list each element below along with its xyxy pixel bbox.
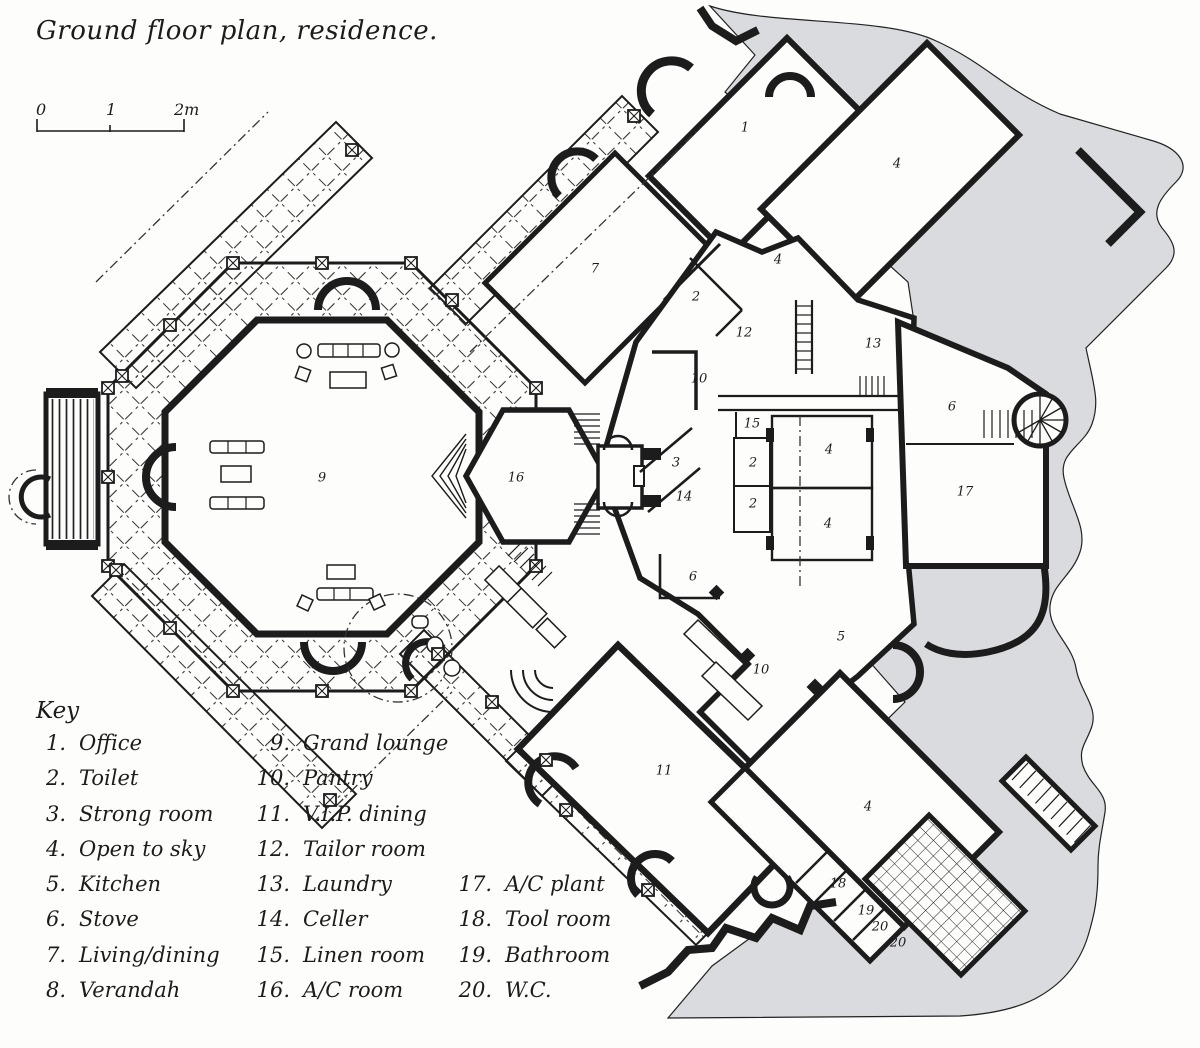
room-number-label: 20 bbox=[871, 920, 889, 935]
room-number-label: 4 bbox=[824, 443, 833, 458]
room-number-label: 18 bbox=[830, 877, 847, 892]
bay-window-right bbox=[892, 641, 924, 703]
lounge-top-arch bbox=[314, 277, 380, 311]
scale-bar: 0 1 2m bbox=[36, 100, 206, 134]
room-number-label: 20 bbox=[889, 936, 907, 951]
bay-window-vip-3 bbox=[750, 875, 794, 909]
guide-lines bbox=[95, 111, 801, 807]
room-number-label: 3 bbox=[672, 456, 680, 471]
scale-bar-ruler bbox=[36, 119, 185, 132]
bay-windows-and-stairs bbox=[142, 5, 1069, 990]
room-number-label: 19 bbox=[858, 904, 875, 919]
bay-window-vip-1 bbox=[524, 752, 580, 808]
room-number-label: 10 bbox=[691, 372, 708, 387]
ac-room bbox=[462, 407, 610, 545]
room-number-label: 7 bbox=[591, 262, 600, 277]
bay-window-top-right bbox=[765, 72, 815, 98]
room-number-label: 10 bbox=[753, 663, 770, 678]
room-number-label: 6 bbox=[948, 400, 956, 415]
internal-walls bbox=[639, 242, 1014, 941]
room-number-label: 5 bbox=[837, 630, 845, 645]
room-number-label: 14 bbox=[676, 490, 693, 505]
scale-label-1: 1 bbox=[106, 100, 117, 119]
room-number-label: 11 bbox=[656, 764, 673, 779]
entry-porch bbox=[8, 388, 101, 550]
tool-room-strip bbox=[707, 764, 908, 965]
room-number-label: 2 bbox=[748, 497, 757, 512]
lounge-entry-arch bbox=[142, 443, 177, 511]
scale-label-2m: 2m bbox=[174, 100, 200, 119]
ac-room-group bbox=[431, 407, 645, 545]
room-number-label: 2 bbox=[748, 456, 757, 471]
room-number-label: 4 bbox=[773, 253, 782, 268]
bay-window-top-left bbox=[636, 56, 694, 118]
room-number-label: 1 bbox=[741, 121, 749, 136]
crown-wall bbox=[696, 5, 760, 46]
verandah-columns bbox=[101, 109, 655, 897]
curved-wall bbox=[924, 565, 1050, 658]
room-number-label: 17 bbox=[957, 485, 974, 500]
building-wings bbox=[481, 33, 1146, 979]
bay-window-vip-2 bbox=[626, 849, 675, 898]
boundary-l-wall bbox=[1075, 147, 1146, 247]
lounge-bottom-arch bbox=[300, 641, 366, 675]
room-number-label: 4 bbox=[823, 517, 832, 532]
room-number-label: 16 bbox=[508, 471, 525, 486]
compound-wall bbox=[638, 898, 837, 990]
scale-label-0: 0 bbox=[36, 100, 47, 119]
room-number-label: 4 bbox=[863, 800, 872, 815]
room-number-label: 4 bbox=[892, 157, 901, 172]
room-number-label: 13 bbox=[865, 337, 882, 352]
bay-window-mid bbox=[547, 147, 599, 199]
page-title: Ground floor plan, residence. bbox=[36, 16, 438, 46]
room-number-label: 9 bbox=[318, 471, 326, 486]
room-number-label: 6 bbox=[689, 570, 697, 585]
verandah-bands bbox=[90, 94, 712, 947]
service-block bbox=[597, 228, 917, 768]
spiral-stair-spokes bbox=[1018, 396, 1064, 444]
outdoor-stair-strip bbox=[998, 753, 1099, 854]
grand-lounge-room bbox=[161, 316, 483, 638]
room-number-label: 12 bbox=[736, 326, 753, 341]
stair-ladders bbox=[507, 305, 1091, 843]
room-number-label: 15 bbox=[744, 417, 761, 432]
room-number-label: 2 bbox=[691, 290, 700, 305]
